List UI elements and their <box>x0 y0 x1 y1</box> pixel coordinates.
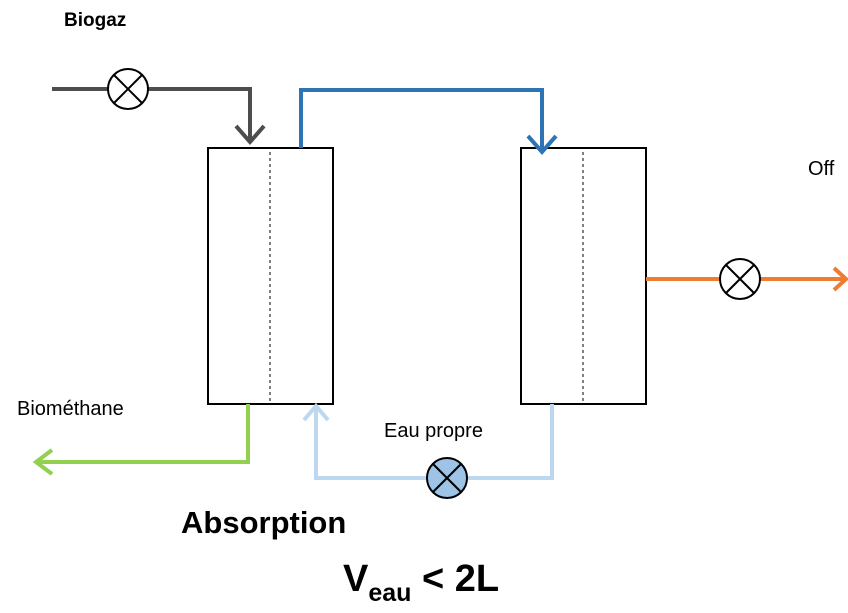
eau-propre-label: Eau propre <box>384 420 483 442</box>
volume-subscript: eau <box>368 579 412 607</box>
valve-icon <box>719 258 761 300</box>
biogaz-label: Biogaz <box>64 10 127 31</box>
diagram-title: Absorption <box>181 505 347 540</box>
stripper-column <box>520 147 647 405</box>
valve-icon <box>426 457 468 499</box>
offgas-label: Off <box>808 158 835 180</box>
volume-symbol: V <box>343 558 369 600</box>
valve-icon <box>107 68 149 110</box>
transfer-line <box>299 88 558 156</box>
biomethane-label: Biométhane <box>17 398 124 420</box>
biomethane-outlet-line <box>32 404 250 476</box>
absorber-column <box>207 147 334 405</box>
biogaz-inlet-line <box>52 87 266 146</box>
volume-formula: Veau < 2L <box>343 558 499 608</box>
volume-relation: < 2L <box>411 558 500 600</box>
